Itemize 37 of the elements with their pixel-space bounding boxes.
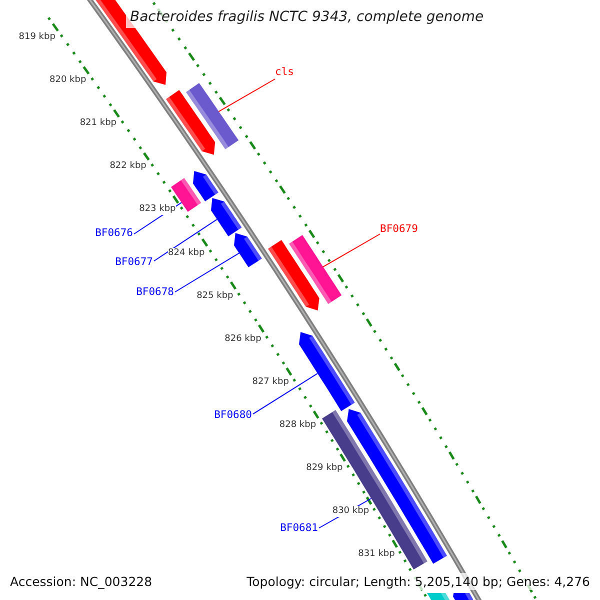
gene-segment	[427, 593, 450, 600]
scale-label: 826 kbp	[224, 334, 262, 345]
scale-label: 831 kbp	[358, 548, 395, 560]
gene-segment	[288, 235, 342, 304]
scale-label: 827 kbp	[252, 376, 289, 388]
leader-line	[218, 78, 276, 112]
gene-label: BF0677	[115, 255, 153, 269]
gene-segment	[452, 593, 474, 600]
scale-label: 828 kbp	[279, 420, 316, 431]
gene-segment	[347, 408, 448, 564]
gene-segment	[268, 240, 320, 311]
gene-label: cls	[275, 65, 294, 79]
gene-segment	[166, 90, 216, 155]
leader-line	[322, 234, 380, 268]
scale-label: 824 kbp	[168, 248, 205, 259]
gene-segment	[234, 233, 262, 268]
leader-line	[154, 218, 218, 262]
gene-label: BF0680	[214, 408, 252, 422]
gene-segment	[298, 332, 355, 412]
gene-label: BF0679	[380, 222, 418, 236]
scale-label: 829 kbp	[306, 462, 343, 474]
gene-label: BF0676	[95, 226, 133, 240]
leader-line	[252, 373, 318, 414]
gene-segment	[211, 198, 242, 237]
gene-label: BF0681	[280, 521, 318, 535]
gene-segment	[322, 410, 428, 570]
gene-segment	[186, 82, 238, 149]
scale-label: 820 kbp	[50, 75, 86, 86]
scale-label: 830 kbp	[332, 506, 370, 517]
scale-label: 822 kbp	[110, 161, 146, 172]
scale-label: 821 kbp	[80, 118, 117, 130]
scale-label: 819 kbp	[18, 32, 56, 44]
gene-label: BF0678	[136, 285, 174, 299]
scale-label: 825 kbp	[196, 290, 234, 302]
leader-line	[174, 252, 240, 292]
scale-label: 823 kbp	[139, 204, 176, 216]
gene-segment	[192, 171, 218, 202]
